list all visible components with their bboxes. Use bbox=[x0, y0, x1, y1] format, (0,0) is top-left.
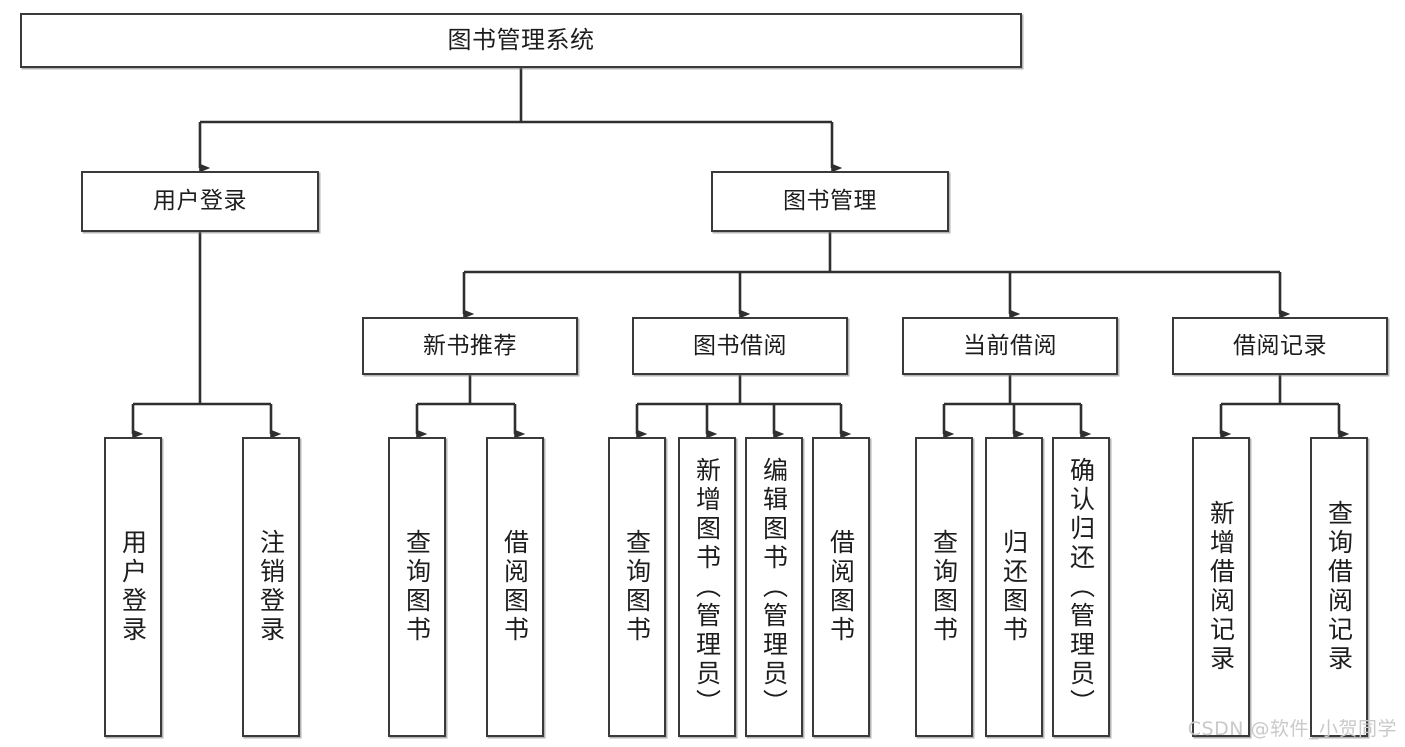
node-leaf-add-book-label: 新增图书（管理员） bbox=[692, 456, 722, 718]
node-leaf-borrow-book-2[interactable]: 借阅图书 bbox=[812, 437, 870, 737]
node-leaf-query-record[interactable]: 查询借阅记录 bbox=[1310, 437, 1368, 737]
node-book-manage[interactable]: 图书管理 bbox=[711, 171, 949, 232]
node-leaf-confirm-return-label: 确认归还（管理员） bbox=[1066, 456, 1096, 718]
node-user-login-label: 用户登录 bbox=[153, 188, 247, 215]
node-user-login[interactable]: 用户登录 bbox=[81, 171, 319, 232]
node-leaf-edit-book-label: 编辑图书（管理员） bbox=[759, 456, 789, 718]
node-leaf-user-login[interactable]: 用户登录 bbox=[104, 437, 162, 737]
node-root[interactable]: 图书管理系统 bbox=[20, 13, 1022, 68]
node-leaf-query-book-3[interactable]: 查询图书 bbox=[915, 437, 973, 737]
node-leaf-add-record-label: 新增借阅记录 bbox=[1206, 500, 1236, 674]
node-leaf-return-book[interactable]: 归还图书 bbox=[985, 437, 1043, 737]
node-book-borrow[interactable]: 图书借阅 bbox=[632, 317, 848, 375]
csdn-watermark: CSDN @软件_小贺同学 bbox=[1187, 718, 1397, 740]
node-leaf-borrow-book-2-label: 借阅图书 bbox=[826, 529, 856, 645]
node-leaf-query-book-3-label: 查询图书 bbox=[929, 529, 959, 645]
node-leaf-user-logout[interactable]: 注销登录 bbox=[242, 437, 300, 737]
node-book-manage-label: 图书管理 bbox=[783, 188, 877, 215]
node-borrow-record-label: 借阅记录 bbox=[1233, 332, 1327, 359]
node-borrow-record[interactable]: 借阅记录 bbox=[1172, 317, 1388, 375]
node-leaf-borrow-book-1-label: 借阅图书 bbox=[500, 529, 530, 645]
node-leaf-query-book-2[interactable]: 查询图书 bbox=[608, 437, 666, 737]
node-new-book-rec[interactable]: 新书推荐 bbox=[362, 317, 578, 375]
node-current-borrow[interactable]: 当前借阅 bbox=[902, 317, 1118, 375]
node-current-borrow-label: 当前借阅 bbox=[963, 332, 1057, 359]
node-leaf-query-record-label: 查询借阅记录 bbox=[1324, 500, 1354, 674]
node-leaf-query-book-1-label: 查询图书 bbox=[402, 529, 432, 645]
node-leaf-add-book[interactable]: 新增图书（管理员） bbox=[678, 437, 736, 737]
node-leaf-borrow-book-1[interactable]: 借阅图书 bbox=[486, 437, 544, 737]
node-leaf-user-login-label: 用户登录 bbox=[118, 529, 148, 645]
node-new-book-rec-label: 新书推荐 bbox=[423, 332, 517, 359]
node-book-borrow-label: 图书借阅 bbox=[693, 332, 787, 359]
node-leaf-query-book-2-label: 查询图书 bbox=[622, 529, 652, 645]
node-leaf-user-logout-label: 注销登录 bbox=[256, 529, 286, 645]
node-leaf-return-book-label: 归还图书 bbox=[999, 529, 1029, 645]
node-leaf-confirm-return[interactable]: 确认归还（管理员） bbox=[1052, 437, 1110, 737]
node-leaf-edit-book[interactable]: 编辑图书（管理员） bbox=[745, 437, 803, 737]
node-leaf-query-book-1[interactable]: 查询图书 bbox=[388, 437, 446, 737]
node-root-label: 图书管理系统 bbox=[447, 25, 595, 54]
node-leaf-add-record[interactable]: 新增借阅记录 bbox=[1192, 437, 1250, 737]
